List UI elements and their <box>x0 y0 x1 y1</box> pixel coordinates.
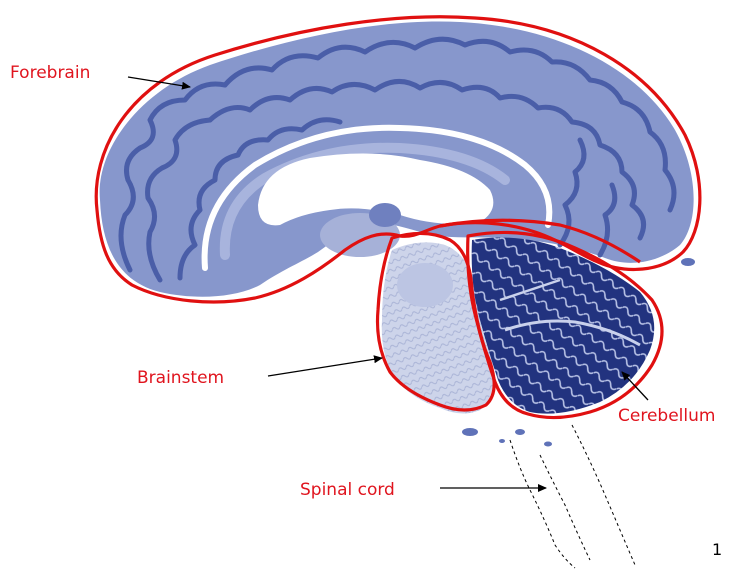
brainstem-label: Brainstem <box>137 370 224 387</box>
forebrain-label: Forebrain <box>10 65 90 82</box>
slide-number: 1 <box>712 540 722 559</box>
brainstem-arrow <box>268 358 382 376</box>
spinal-cord-label: Spinal cord <box>300 482 395 499</box>
spinal-cord-outline <box>510 425 635 568</box>
cerebellum-label: Cerebellum <box>618 408 715 425</box>
cerebellum-tissue <box>472 238 655 414</box>
